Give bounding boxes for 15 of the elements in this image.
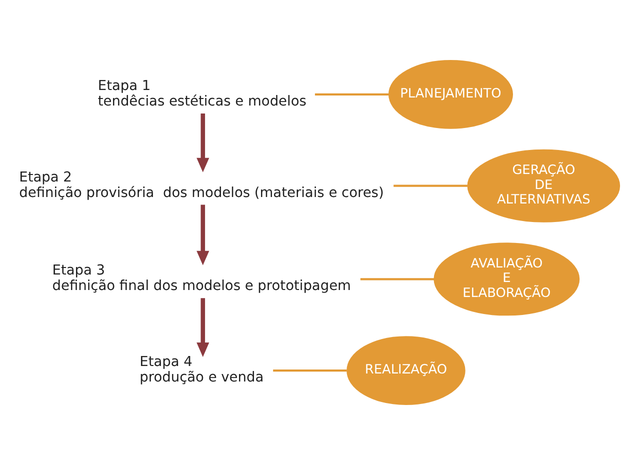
connector bbox=[314, 93, 389, 96]
node-ellipse: PLANEJAMENTO bbox=[388, 60, 513, 129]
node-text: Etapa 1 tendêcias estéticas e modelos bbox=[98, 78, 306, 110]
node-text: Etapa 4 produção e venda bbox=[140, 354, 264, 386]
node-ellipse: REALIZAÇÃO bbox=[346, 336, 466, 405]
node-text: Etapa 2 definição provisória dos modelos (materiais e cores) bbox=[19, 169, 384, 201]
node-ellipse: AVALIAÇÃO E ELABORAÇÃO bbox=[434, 242, 580, 316]
arrow bbox=[196, 298, 210, 357]
connector bbox=[360, 278, 434, 280]
connector bbox=[394, 184, 468, 187]
node-ellipse: GERAÇÃO DE ALTERNATIVAS bbox=[467, 149, 620, 222]
arrow bbox=[196, 113, 210, 172]
connector bbox=[273, 370, 347, 372]
arrow bbox=[196, 204, 210, 266]
node-text: Etapa 3 definição final dos modelos e prototipagem bbox=[52, 262, 351, 294]
